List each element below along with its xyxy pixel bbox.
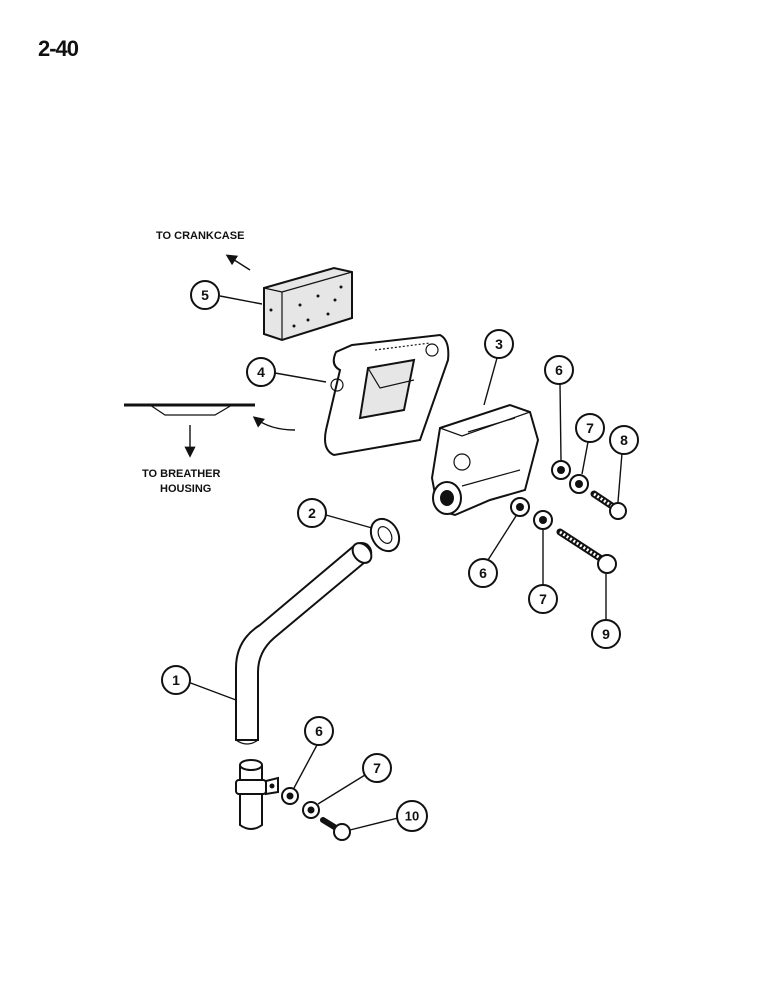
- part-5-filter-element: [263, 266, 353, 342]
- svg-text:8: 8: [620, 432, 628, 448]
- bolt-10: [320, 817, 351, 841]
- label-to-crankcase: TO CRANKCASE: [156, 230, 244, 242]
- svg-text:10: 10: [405, 809, 419, 824]
- leader-7-lower: [317, 774, 366, 805]
- svg-text:3: 3: [495, 336, 503, 352]
- callout-8: 8: [609, 425, 639, 455]
- leader-1: [187, 681, 237, 701]
- callout-6-middle: 6: [468, 558, 498, 588]
- leader-6-middle: [487, 515, 517, 561]
- lockwasher-7-lower: [302, 801, 320, 819]
- svg-text:7: 7: [586, 420, 594, 436]
- label-to-breather-line2: HOUSING: [160, 483, 211, 495]
- lockwasher-7-upper: [569, 474, 589, 494]
- callout-1: 1: [161, 665, 191, 695]
- svg-text:6: 6: [555, 362, 563, 378]
- flow-arrow-left: [252, 416, 296, 431]
- label-to-breather-line1: TO BREATHER: [142, 468, 220, 480]
- svg-text:9: 9: [602, 626, 610, 642]
- callout-3: 3: [484, 329, 514, 359]
- tube-stub-with-clamp: [235, 759, 279, 830]
- svg-text:7: 7: [373, 760, 381, 776]
- svg-text:4: 4: [257, 364, 265, 380]
- lockwasher-7-middle: [533, 510, 553, 530]
- washer-6-lower: [281, 787, 299, 805]
- callout-7-upper: 7: [575, 413, 605, 443]
- part-2-seal-ring: [369, 517, 401, 553]
- arrow-to-crankcase: [225, 254, 251, 271]
- part-4-baffle-plate: [324, 333, 450, 457]
- callout-2: 2: [297, 498, 327, 528]
- leader-4: [274, 372, 327, 383]
- callout-10: 10: [396, 800, 428, 832]
- callout-4: 4: [246, 357, 276, 387]
- callout-7-middle: 7: [528, 584, 558, 614]
- leader-2: [325, 514, 373, 529]
- leader-6-upper: [559, 383, 562, 461]
- callout-6-upper: 6: [544, 355, 574, 385]
- svg-text:5: 5: [201, 287, 209, 303]
- svg-text:6: 6: [479, 565, 487, 581]
- leader-3: [483, 357, 498, 406]
- svg-text:1: 1: [172, 672, 180, 688]
- page-number: 2-40: [38, 36, 79, 61]
- washer-6-middle: [510, 497, 530, 517]
- callout-5: 5: [190, 280, 220, 310]
- leader-5: [219, 295, 263, 305]
- svg-text:2: 2: [308, 505, 316, 521]
- washer-6-upper: [551, 460, 571, 480]
- callout-7-lower: 7: [362, 753, 392, 783]
- callout-6-lower: 6: [304, 716, 334, 746]
- leader-10: [349, 817, 399, 831]
- bolt-8: [590, 490, 627, 520]
- callout-9: 9: [591, 619, 621, 649]
- part-1-breather-tube: [235, 542, 373, 745]
- breather-plate: [124, 403, 255, 416]
- leader-6-lower: [293, 744, 318, 789]
- leader-8: [617, 452, 623, 503]
- bolt-9: [556, 528, 617, 574]
- part-3-breather-housing: [430, 403, 540, 517]
- svg-text:7: 7: [539, 591, 547, 607]
- leader-7-upper: [581, 441, 589, 475]
- svg-text:6: 6: [315, 723, 323, 739]
